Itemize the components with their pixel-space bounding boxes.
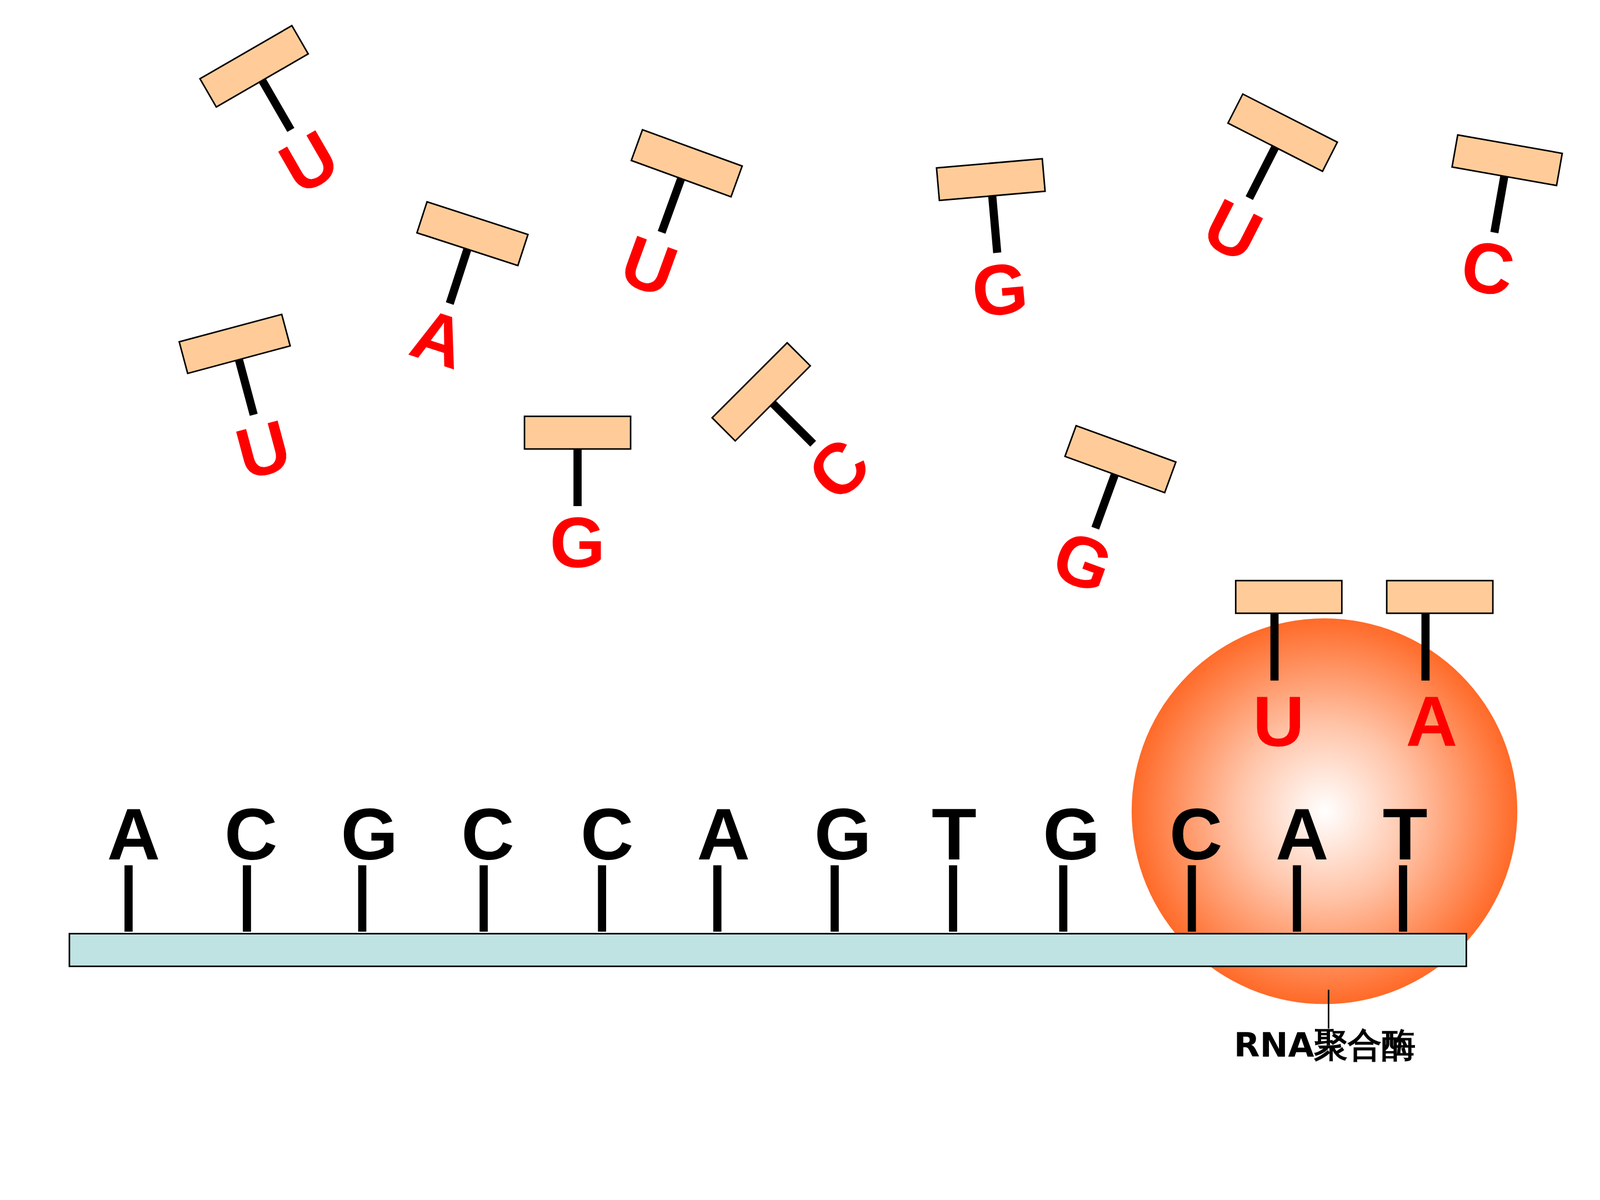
bond [358, 865, 367, 932]
rna-base: C [1456, 228, 1520, 309]
rna-base: G [1044, 519, 1122, 606]
dna-base: C [224, 796, 278, 870]
sugar-phosphate [416, 201, 528, 266]
bond [1494, 176, 1505, 233]
rna-base: G [969, 251, 1032, 328]
bond [1249, 147, 1276, 199]
bond [830, 865, 839, 932]
sugar-phosphate [524, 416, 631, 449]
bond [713, 865, 722, 932]
dna-base: C [580, 796, 634, 870]
rna-base: U [1252, 685, 1305, 758]
rna-base: G [550, 507, 606, 579]
rna-base: A [402, 296, 474, 381]
dna-backbone [69, 933, 1467, 967]
dna-bonds [128, 865, 1403, 932]
dna-base: G [1042, 796, 1100, 870]
sugar-phosphate [1065, 425, 1177, 493]
sugar-phosphate [1235, 580, 1342, 614]
dna-base: G [340, 796, 398, 870]
dna-base: A [107, 796, 161, 870]
sugar-phosphate [631, 130, 743, 198]
bond [262, 80, 291, 130]
leader-line [1327, 990, 1330, 1029]
dna-base: C [1169, 796, 1223, 870]
bound-nucleotides [1235, 580, 1493, 681]
bond [1095, 474, 1115, 529]
rna-base: U [612, 224, 686, 310]
bond [948, 865, 958, 932]
bond [242, 865, 252, 932]
bond [1059, 865, 1068, 932]
dna-base: A [1275, 796, 1329, 870]
rna-base: A [1406, 685, 1458, 758]
free-nucleotides [179, 25, 1563, 547]
bond [661, 178, 682, 233]
rna-base: U [268, 117, 350, 206]
bond [597, 865, 607, 932]
dna-base: A [696, 796, 750, 870]
sugar-phosphate [1386, 580, 1493, 614]
bond [1187, 865, 1197, 932]
dna-base: T [1382, 796, 1428, 870]
sugar-phosphate [936, 158, 1045, 201]
sugar-phosphate [200, 25, 309, 107]
bond [772, 403, 814, 444]
dna-base: G [814, 796, 872, 870]
nucleotide [1442, 135, 1563, 242]
bond [1421, 613, 1430, 681]
enzyme-label: RNA聚合酶 [1233, 1022, 1415, 1069]
bond [238, 359, 254, 415]
bond [479, 865, 488, 932]
bond [573, 448, 582, 507]
sugar-phosphate [1227, 93, 1338, 172]
nucleotide [611, 130, 743, 251]
bond [1292, 865, 1302, 932]
rna-base: U [228, 408, 298, 492]
dna-base: T [931, 796, 977, 870]
bond [992, 196, 998, 253]
nucleotide [179, 314, 305, 429]
bond [1398, 865, 1408, 932]
bond [450, 249, 468, 304]
dna-base: C [461, 796, 515, 870]
bond [124, 865, 133, 932]
bond [1270, 613, 1279, 681]
nucleotide [399, 201, 529, 320]
rna-base: C [795, 426, 883, 514]
nucleotide [936, 158, 1050, 258]
sugar-phosphate [179, 314, 291, 374]
rna-base: U [1193, 187, 1272, 275]
nucleotide [524, 416, 631, 507]
